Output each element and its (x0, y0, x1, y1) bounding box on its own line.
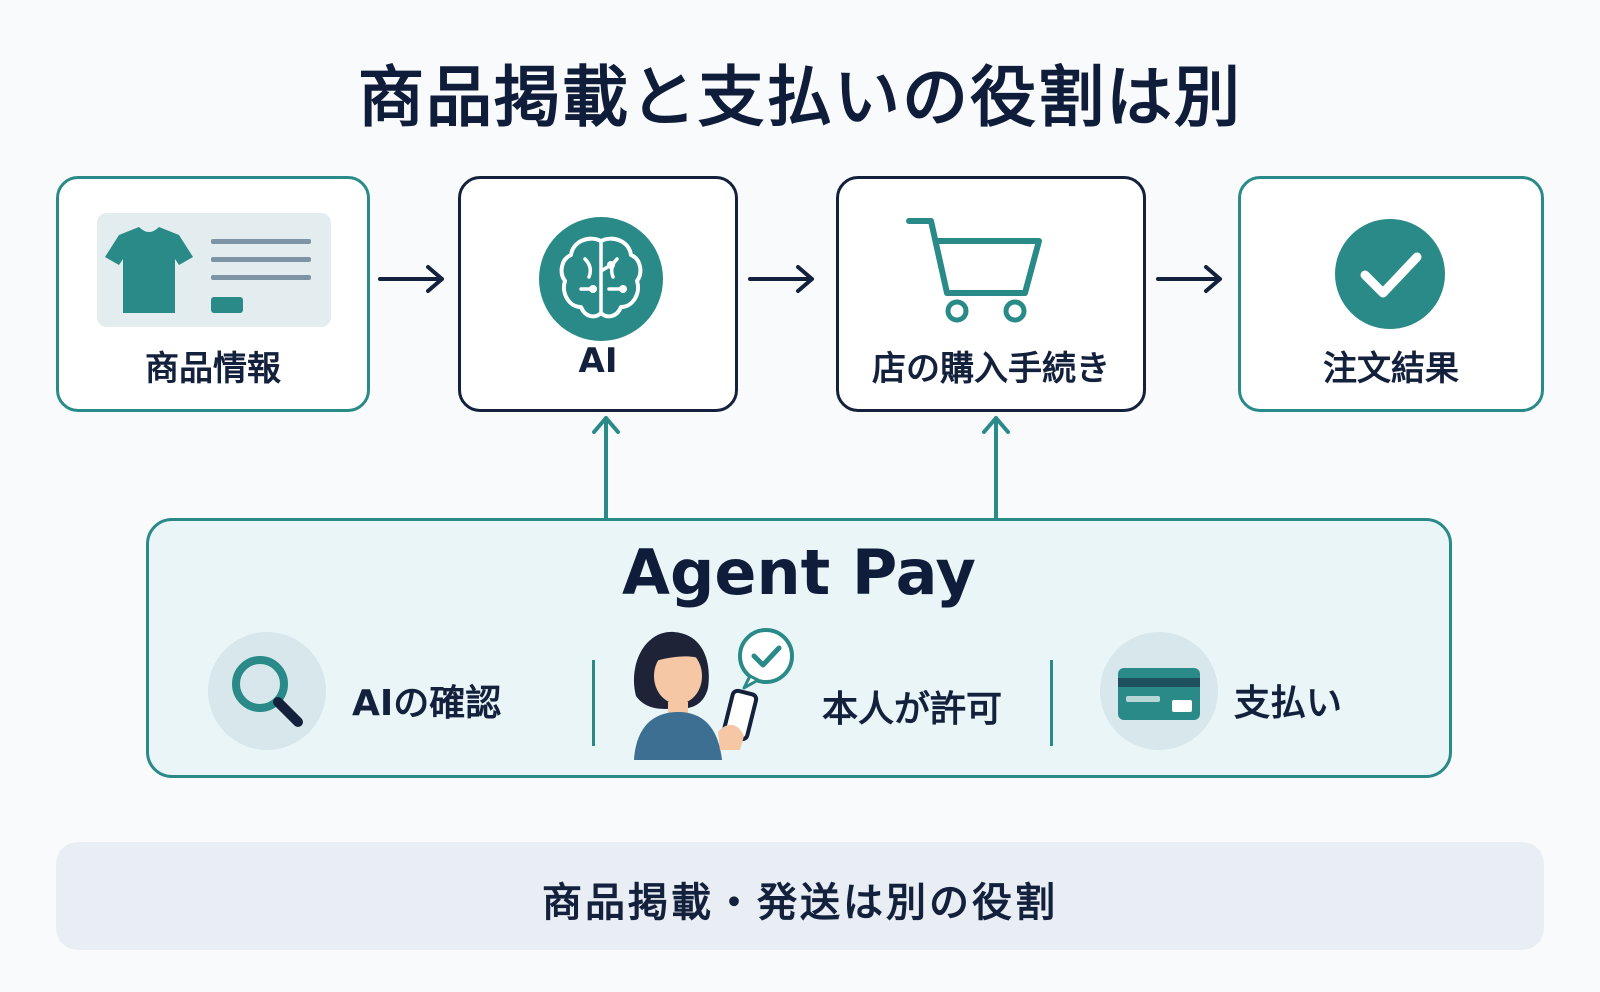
flow-label-order-result: 注文結果 (1323, 349, 1459, 389)
agent-pay-title: Agent Pay (622, 536, 976, 609)
divider (1050, 660, 1053, 746)
shopping-cart-icon (906, 218, 1042, 323)
arrow-right-icon (748, 265, 814, 293)
feature-label-ai-check: AIの確認 (352, 683, 502, 724)
flow-box-ai: AI (458, 176, 738, 412)
flow-box-checkout: 店の購入手続き (836, 176, 1146, 412)
flow-box-order-result: 注文結果 (1238, 176, 1544, 412)
flow-box-product-info: 商品情報 (56, 176, 370, 412)
check-circle-icon (1335, 219, 1445, 329)
product-card-icon (97, 213, 331, 327)
person-phone-approval-icon (633, 628, 794, 760)
divider (592, 660, 595, 746)
arrow-right-icon (378, 265, 444, 293)
footer-banner (56, 842, 1544, 950)
flow-label-ai: AI (578, 341, 618, 381)
footer-text: 商品掲載・発送は別の役割 (542, 880, 1058, 926)
arrow-right-icon (1156, 265, 1222, 293)
flow-label-checkout: 店の購入手続き (872, 349, 1110, 389)
page-title: 商品掲載と支払いの役割は別 (358, 59, 1242, 136)
brain-icon (539, 217, 663, 341)
agent-pay-panel (146, 518, 1452, 778)
arrow-up-icon (592, 416, 620, 520)
arrow-up-icon (982, 416, 1010, 520)
flow-label-product-info: 商品情報 (145, 349, 281, 389)
feature-label-user-approval: 本人が許可 (822, 689, 1003, 730)
credit-card-icon (1100, 632, 1218, 750)
feature-label-payment: 支払い (1234, 683, 1343, 724)
search-icon (208, 632, 326, 750)
